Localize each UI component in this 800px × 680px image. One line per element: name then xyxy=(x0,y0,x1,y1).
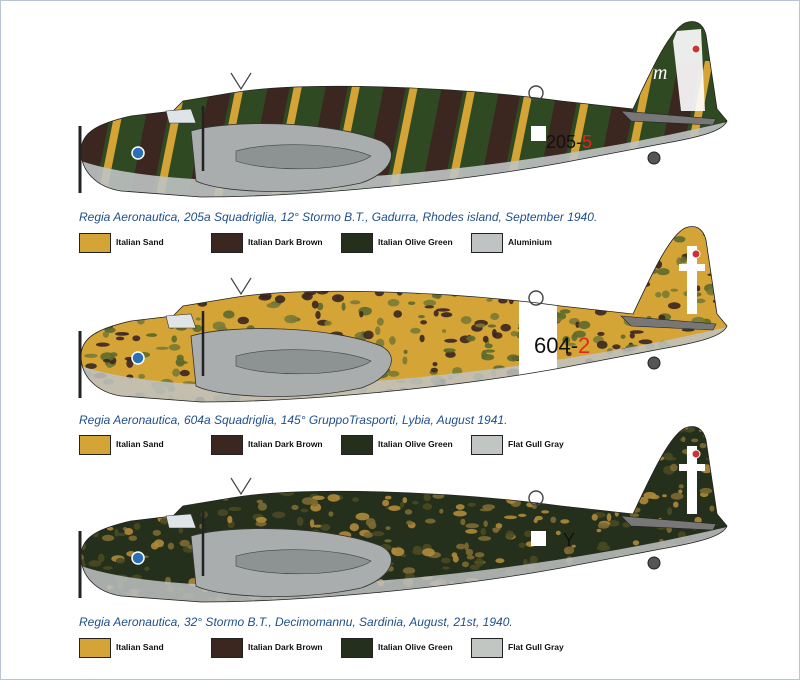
color-label: Italian Sand xyxy=(116,439,164,449)
aircraft-profile-3: Y xyxy=(1,406,799,606)
aircraft-fuselage xyxy=(80,426,728,603)
tailplane xyxy=(620,315,717,331)
profile-caption-1: Regia Aeronautica, 205a Squadriglia, 12°… xyxy=(79,210,598,224)
color-swatch xyxy=(211,638,243,658)
aircraft-fuselage xyxy=(80,21,728,198)
savoy-cross-emblem xyxy=(691,249,701,259)
cockpit-window xyxy=(165,513,197,529)
cockpit-window xyxy=(165,313,197,329)
antenna xyxy=(230,477,252,496)
savoy-cross-emblem xyxy=(691,44,701,54)
color-label: Italian Dark Brown xyxy=(248,237,323,247)
df-loop xyxy=(528,490,544,506)
color-label: Italian Dark Brown xyxy=(248,642,323,652)
tail-emblem: m xyxy=(653,62,667,84)
color-swatch xyxy=(211,233,243,253)
color-label: Flat Gull Gray xyxy=(508,439,564,449)
tail-wheel xyxy=(647,151,661,165)
aircraft-code-number: 2 xyxy=(578,333,590,358)
profile-caption-2: Regia Aeronautica, 604a Squadriglia, 145… xyxy=(79,413,508,427)
profile-caption-3: Regia Aeronautica, 32° Stormo B.T., Deci… xyxy=(79,615,513,629)
color-swatch xyxy=(471,435,503,455)
savoy-cross-emblem xyxy=(691,449,701,459)
color-label: Italian Olive Green xyxy=(378,642,453,652)
color-swatch xyxy=(79,435,111,455)
color-label: Italian Dark Brown xyxy=(248,439,323,449)
df-loop xyxy=(528,290,544,306)
tailplane xyxy=(620,110,717,126)
color-swatch xyxy=(341,435,373,455)
color-label: Aluminium xyxy=(508,237,552,247)
aircraft-profile-2: 604-2 xyxy=(1,206,799,406)
color-legend-2: Italian Sand Italian Dark Brown Italian Ol… xyxy=(79,435,599,457)
tail-wheel xyxy=(647,556,661,570)
color-legend-1: Italian Sand Italian Dark Brown Italian Ol… xyxy=(79,233,599,255)
aircraft-code-number: 5 xyxy=(582,132,592,152)
tail-wheel xyxy=(647,356,661,370)
aircraft-fuselage xyxy=(80,226,728,403)
color-label: Italian Sand xyxy=(116,642,164,652)
antenna xyxy=(230,72,252,91)
cockpit-window xyxy=(165,108,197,124)
tailplane xyxy=(620,515,717,531)
color-label: Flat Gull Gray xyxy=(508,642,564,652)
aircraft-code: 604-2 xyxy=(534,333,590,358)
aircraft-code: Y xyxy=(563,530,575,550)
color-swatch xyxy=(79,233,111,253)
color-swatch xyxy=(471,233,503,253)
color-swatch xyxy=(471,638,503,658)
df-loop xyxy=(528,85,544,101)
aircraft-code: 205-5 xyxy=(546,132,592,152)
color-label: Italian Sand xyxy=(116,237,164,247)
aircraft-profile-1: 205-5 m xyxy=(1,1,799,201)
color-swatch xyxy=(341,638,373,658)
color-swatch xyxy=(341,233,373,253)
color-swatch xyxy=(79,638,111,658)
roundel xyxy=(131,551,145,565)
antenna xyxy=(230,277,252,296)
roundel xyxy=(131,146,145,160)
color-label: Italian Olive Green xyxy=(378,237,453,247)
color-label: Italian Olive Green xyxy=(378,439,453,449)
roundel xyxy=(131,351,145,365)
color-swatch xyxy=(211,435,243,455)
color-legend-3: Italian Sand Italian Dark Brown Italian Ol… xyxy=(79,638,599,660)
